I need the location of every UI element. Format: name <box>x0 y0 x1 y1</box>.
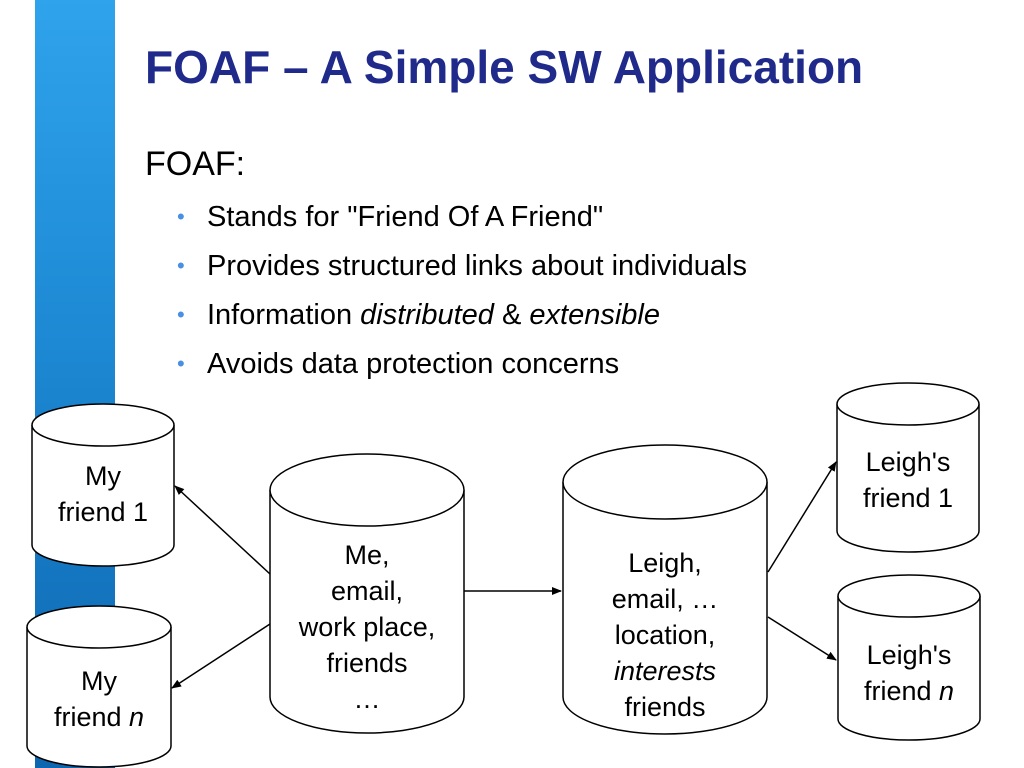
my-friend-1-line1: My <box>85 461 121 491</box>
bullet-icon: • <box>177 351 185 376</box>
my-friend-n-line2: friend n <box>27 699 171 735</box>
info-prefix: Information <box>207 299 361 331</box>
my-friend-1-line2: friend 1 <box>57 497 149 527</box>
leighs-friend-n-line2: friend n <box>838 673 980 709</box>
bullet-text: Information distributed & extensible <box>197 299 660 331</box>
slide-subtitle: FOAF: <box>145 145 246 183</box>
leighs-friend-1-label: Leigh's friend 1 <box>837 444 979 516</box>
my-friend-1-label: My friend 1 <box>32 458 174 530</box>
arrow-leigh-to-friend-n <box>767 616 837 661</box>
arrow-me-to-my-friend-n <box>171 623 271 689</box>
leigh-line3: location, <box>614 620 716 650</box>
me-label: Me, email, work place, friends … <box>270 537 464 717</box>
my-friend-n-prefix: friend <box>53 702 129 732</box>
leighs-friend-n-line1: Leigh's <box>866 640 952 670</box>
bullet-text: Stands for "Friend Of A Friend" <box>207 201 604 233</box>
leigh-line2: email, … <box>611 584 719 614</box>
me-line3: work place, <box>298 612 436 642</box>
info-amp: & <box>493 299 530 331</box>
arrow-me-to-my-friend-1 <box>174 485 271 575</box>
bullet-text: Avoids data protection concerns <box>207 348 620 380</box>
leigh-line1: Leigh, <box>628 548 702 578</box>
my-friend-n-line1: My <box>81 666 117 696</box>
leigh-line5: friends <box>624 692 706 722</box>
me-line2: email, <box>330 576 404 606</box>
arrow-leigh-to-friend-1 <box>767 461 837 573</box>
cylinder-leigh <box>562 444 768 735</box>
cylinder-leighs-friend-1 <box>836 382 980 553</box>
my-friend-n-label: My friend n <box>27 663 171 735</box>
info-extensible: extensible <box>529 299 661 331</box>
cylinder-my-friend-n <box>26 605 172 768</box>
me-line5: … <box>353 684 381 714</box>
cylinder-my-friend-1 <box>31 403 175 567</box>
my-friend-n-italic: n <box>129 702 145 732</box>
leighs-friend-1-line2: friend 1 <box>862 483 954 513</box>
me-line1: Me, <box>344 540 390 570</box>
bullet-item: • Stands for "Friend Of A Friend" <box>177 197 747 246</box>
bullet-icon: • <box>177 204 185 229</box>
bullet-item: • Avoids data protection concerns <box>177 344 747 393</box>
info-distributed: distributed <box>360 299 494 331</box>
leigh-line4: interests <box>613 656 717 686</box>
slide-title: FOAF – A Simple SW Application <box>145 41 864 93</box>
bullet-item: • Provides structured links about indivi… <box>177 246 747 295</box>
me-line4: friends <box>326 648 408 678</box>
leighs-friend-1-line1: Leigh's <box>865 447 951 477</box>
leigh-label: Leigh, email, … location, interests frie… <box>563 545 767 725</box>
cylinder-leighs-friend-n <box>837 574 981 741</box>
bullet-icon: • <box>177 253 185 278</box>
cylinder-me <box>269 453 465 734</box>
leighs-friend-n-label: Leigh's friend n <box>838 637 980 709</box>
leighs-friend-n-prefix: friend <box>863 676 939 706</box>
leighs-friend-n-italic: n <box>939 676 955 706</box>
bullet-item: • Information distributed & extensible <box>177 295 747 344</box>
bullet-text: Provides structured links about individu… <box>207 250 747 282</box>
bullet-list: • Stands for "Friend Of A Friend" • Prov… <box>177 197 747 393</box>
bullet-icon: • <box>177 302 185 327</box>
